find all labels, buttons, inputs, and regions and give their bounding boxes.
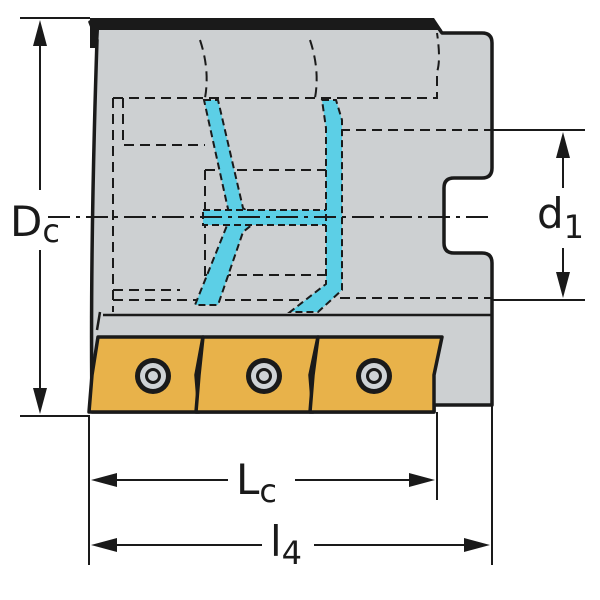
cutter-top-edge <box>90 18 442 48</box>
d1-arrow-bottom <box>556 272 570 298</box>
coolant-channel-right <box>287 99 343 313</box>
d1-arrow-top <box>556 132 570 158</box>
insert-screw-3 <box>356 358 392 394</box>
insert-screw-1 <box>135 358 171 394</box>
lc-arrow-left <box>91 473 117 487</box>
dc-arrow-bottom <box>33 388 47 414</box>
dimension-l4-label: l4 <box>270 517 302 572</box>
coolant-channel-left <box>193 99 260 306</box>
dc-arrow-top <box>33 20 47 46</box>
lc-arrow-right <box>409 473 435 487</box>
dimension-dc <box>20 17 90 417</box>
body-lines <box>95 311 492 331</box>
dimension-l4 <box>112 405 493 565</box>
dimension-lc-label: Lc <box>236 455 277 510</box>
dimension-dc-label: Dc <box>10 197 60 250</box>
cutting-inserts <box>87 335 444 414</box>
insert-screw-2 <box>246 358 282 394</box>
l4-arrow-right <box>464 538 490 552</box>
dimension-lc <box>88 412 438 565</box>
dimension-d1-label: d1 <box>537 189 584 246</box>
l4-arrow-left <box>91 538 117 552</box>
